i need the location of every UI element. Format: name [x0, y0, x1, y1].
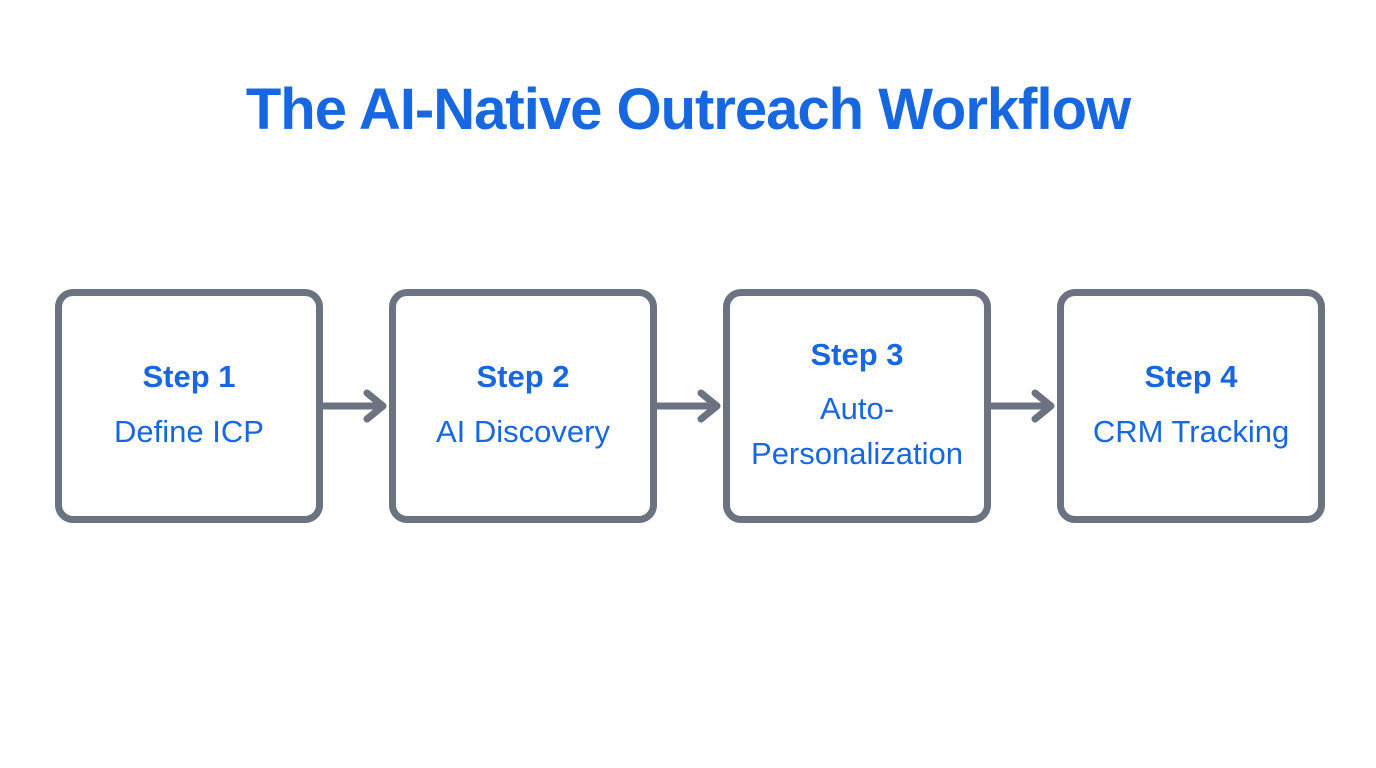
- step-2-description: AI Discovery: [436, 413, 610, 449]
- page-title: The AI-Native Outreach Workflow: [245, 77, 1131, 142]
- arrow-right-icon: [323, 389, 387, 423]
- step-box-3: Step 3 Auto-Personalization: [723, 289, 991, 523]
- arrow-right-icon: [991, 389, 1055, 423]
- step-3-description: Auto-Personalization: [751, 391, 963, 472]
- step-1-description: Define ICP: [114, 413, 264, 449]
- workflow-row: Step 1 Define ICP Step 2 AI Discovery St…: [55, 289, 1325, 523]
- step-3-number: Step 3: [810, 336, 904, 372]
- step-box-4: Step 4 CRM Tracking: [1057, 289, 1325, 523]
- step-box-2: Step 2 AI Discovery: [389, 289, 657, 523]
- step-box-1: Step 1 Define ICP: [55, 289, 323, 523]
- step-2-number: Step 2: [476, 359, 570, 395]
- arrow-right-icon: [657, 389, 721, 423]
- step-4-number: Step 4: [1144, 359, 1238, 395]
- step-4-description: CRM Tracking: [1092, 413, 1290, 449]
- step-1-number: Step 1: [142, 359, 236, 395]
